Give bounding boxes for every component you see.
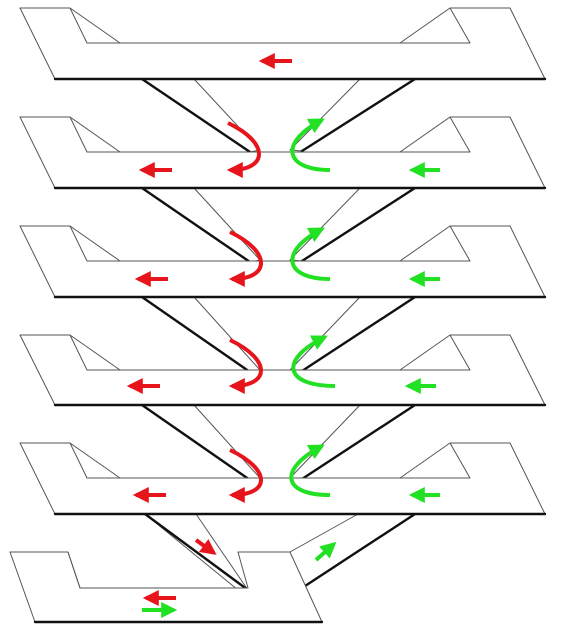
ramp-3-2 — [140, 403, 417, 482]
floor-4 — [19, 225, 547, 299]
up-ramp-turn-arrow — [289, 444, 331, 497]
down-ramp-turn-arrow — [228, 338, 263, 394]
ramp-4-3 — [140, 295, 417, 374]
traffic-arrows — [126, 53, 440, 618]
ramp-6-5 — [140, 77, 417, 154]
ramp-connectors — [140, 77, 417, 592]
floor-6 — [19, 7, 547, 81]
up-ramp-turn-arrow — [290, 118, 331, 172]
up-ramp-turn-arrow — [290, 227, 331, 281]
floor-5 — [19, 116, 547, 190]
up-ramp-arrow — [314, 541, 337, 562]
down-ramp-turn-arrow — [228, 230, 263, 287]
down-ramp-turn-arrow — [228, 448, 263, 503]
floor-3 — [19, 334, 547, 407]
down-ramp-arrow — [194, 538, 217, 555]
ramp-5-4 — [140, 186, 417, 264]
ramp-2-1 — [143, 512, 417, 592]
up-ramp-turn-arrow — [291, 335, 336, 388]
down-ramp-turn-arrow — [226, 121, 261, 178]
floor-2 — [19, 442, 547, 516]
floor-1 — [9, 551, 324, 624]
